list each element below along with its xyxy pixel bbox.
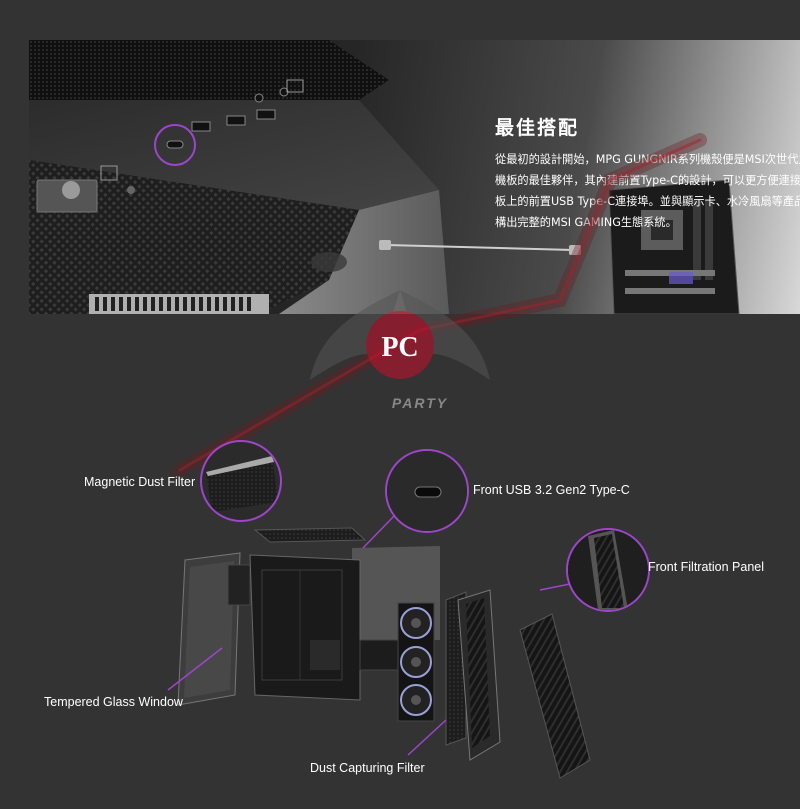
watermark-logo: PC	[381, 332, 418, 363]
case-top-photo	[29, 40, 740, 314]
pcparty-watermark: PC PARTY	[300, 270, 500, 435]
callout-magnetic-dust-filter: Magnetic Dust Filter	[84, 475, 196, 489]
magnetic-dust-filter-zoom	[200, 440, 282, 522]
type-c-highlight-ring	[154, 124, 196, 166]
watermark-text: PARTY	[392, 395, 448, 411]
callout-tempered-glass-window: Tempered Glass Window	[44, 695, 183, 709]
front-filtration-panel-zoom	[566, 528, 650, 612]
motherboard-graphic	[608, 179, 740, 314]
front-usb-zoom	[385, 449, 469, 533]
front-fans-graphic	[397, 602, 435, 722]
callout-front-usb: Front USB 3.2 Gen2 Type-C	[473, 483, 630, 497]
callout-dust-capturing-filter: Dust Capturing Filter	[310, 761, 425, 775]
feature-banner: 最佳搭配 從最初的設計開始，MPG GUNGNIR系列機殼便是MSI次世代主機板…	[29, 40, 800, 314]
front-filtration-panel-graphic	[519, 613, 591, 779]
callout-front-filtration-panel: Front Filtration Panel	[648, 560, 765, 574]
banner-title: 最佳搭配	[495, 117, 580, 139]
banner-description: 從最初的設計開始，MPG GUNGNIR系列機殼便是MSI次世代主機板的最佳夥伴…	[495, 153, 800, 229]
